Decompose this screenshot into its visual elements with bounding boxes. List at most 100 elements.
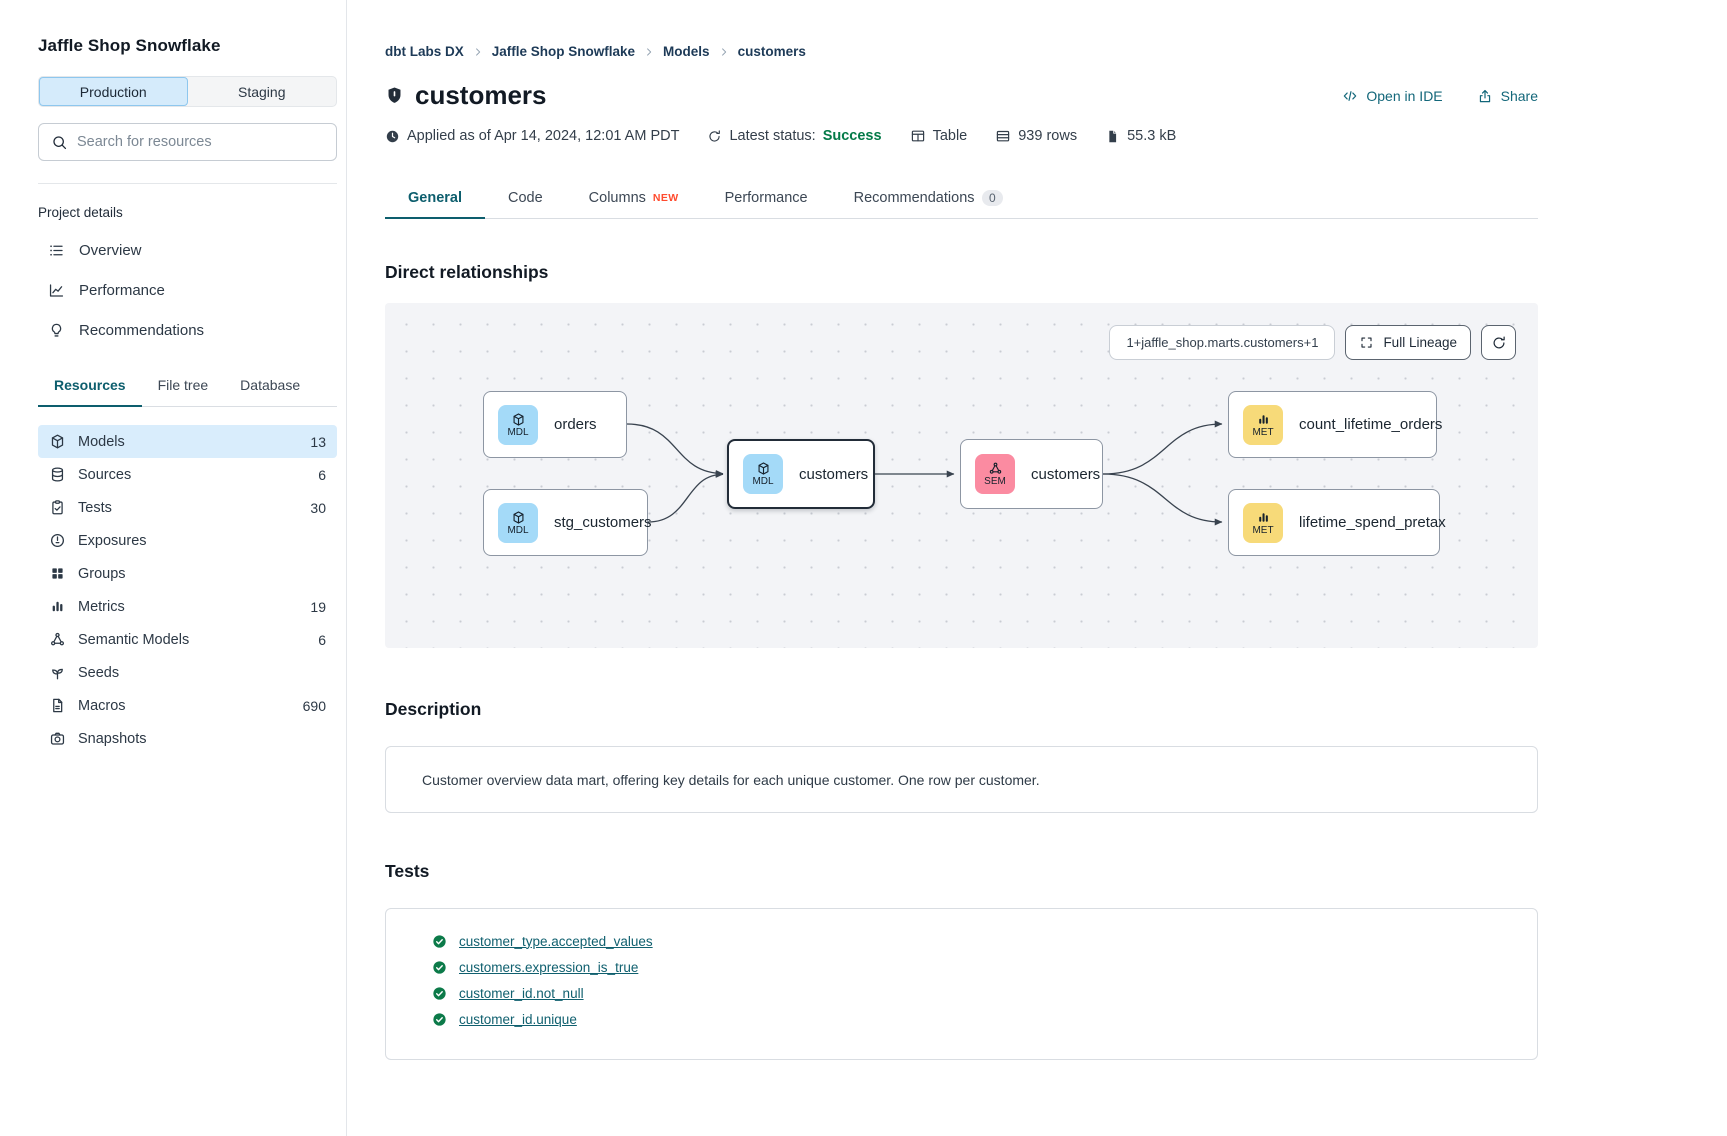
check-circle-icon xyxy=(432,1012,447,1027)
open-in-ide-button[interactable]: Open in IDE xyxy=(1342,88,1443,104)
sidebar-item-snapshots[interactable]: Snapshots xyxy=(38,722,337,755)
tab-columns[interactable]: Columns NEW xyxy=(588,190,679,206)
sidebar-item-sources[interactable]: Sources 6 xyxy=(38,458,337,491)
lineage-selector-value: 1+jaffle_shop.marts.customers+1 xyxy=(1126,335,1319,350)
tests-heading: Tests xyxy=(385,861,430,881)
share-button[interactable]: Share xyxy=(1477,88,1538,104)
lineage-node-orders[interactable]: MDL orders xyxy=(483,391,627,458)
sidebar-item-metrics[interactable]: Metrics 19 xyxy=(38,590,337,623)
node-label: customers xyxy=(1031,465,1101,483)
project-details-label: Project details xyxy=(38,205,123,220)
lineage-selector-input[interactable]: 1+jaffle_shop.marts.customers+1 xyxy=(1109,325,1336,360)
clock-icon xyxy=(385,129,400,144)
grid-icon xyxy=(49,565,66,582)
code-icon xyxy=(1342,88,1358,104)
lineage-node-stg-customers[interactable]: MDL stg_customers xyxy=(483,489,652,556)
project-title: Jaffle Shop Snowflake xyxy=(38,36,221,55)
database-icon xyxy=(49,466,66,483)
resource-label: Macros xyxy=(78,697,126,714)
semantic-network-icon xyxy=(49,631,66,648)
test-link[interactable]: customer_type.accepted_values xyxy=(459,933,653,949)
status-badge: Success xyxy=(822,128,882,144)
main-panel: dbt Labs DX Jaffle Shop Snowflake Models… xyxy=(347,0,1727,1136)
lineage-node-customers-model[interactable]: MDL customers xyxy=(727,439,875,509)
lightbulb-icon xyxy=(48,322,65,339)
materialization: Table xyxy=(910,128,967,144)
model-badge: MDL xyxy=(743,454,783,494)
tab-resources[interactable]: Resources xyxy=(38,377,142,407)
check-circle-icon xyxy=(432,986,447,1001)
sidebar-item-macros[interactable]: Macros 690 xyxy=(38,689,337,722)
sidebar-item-semantic-models[interactable]: Semantic Models 6 xyxy=(38,623,337,656)
description-text: Customer overview data mart, offering ke… xyxy=(422,771,1040,788)
resource-count: 30 xyxy=(310,499,326,516)
applied-timestamp: Applied as of Apr 14, 2024, 12:01 AM PDT xyxy=(385,128,679,144)
expand-icon xyxy=(1359,335,1374,350)
lineage-refresh-button[interactable] xyxy=(1481,325,1516,360)
test-link[interactable]: customer_id.not_null xyxy=(459,985,584,1001)
nav-item-performance[interactable]: Performance xyxy=(38,270,337,310)
tab-file-tree[interactable]: File tree xyxy=(157,377,209,393)
detail-tabs: General Code Columns NEW Performance Rec… xyxy=(385,181,1538,219)
resource-label: Seeds xyxy=(78,664,120,681)
table-icon xyxy=(910,128,926,144)
sidebar-item-seeds[interactable]: Seeds xyxy=(38,656,337,689)
lineage-edges xyxy=(626,420,1223,526)
lineage-controls: 1+jaffle_shop.marts.customers+1 Full Lin… xyxy=(1109,325,1516,360)
share-icon xyxy=(1477,88,1493,104)
test-link[interactable]: customer_id.unique xyxy=(459,1011,577,1027)
lineage-canvas[interactable]: 1+jaffle_shop.marts.customers+1 Full Lin… xyxy=(385,303,1538,648)
full-lineage-button[interactable]: Full Lineage xyxy=(1345,325,1471,360)
sidebar-item-exposures[interactable]: Exposures xyxy=(38,524,337,557)
node-label: lifetime_spend_pretax xyxy=(1299,514,1446,531)
node-label: customers xyxy=(799,465,869,483)
check-circle-icon xyxy=(432,934,447,949)
sidebar-divider xyxy=(38,183,337,184)
latest-status: Latest status: Success xyxy=(707,128,882,144)
project-nav: Overview Performance Recommendations xyxy=(38,230,337,350)
breadcrumb-account[interactable]: dbt Labs DX xyxy=(385,44,464,59)
lineage-node-customers-semantic[interactable]: SEM customers xyxy=(960,439,1103,509)
tab-performance[interactable]: Performance xyxy=(724,190,808,206)
nav-item-overview[interactable]: Overview xyxy=(38,230,337,270)
refresh-icon xyxy=(707,129,722,144)
nav-item-label: Performance xyxy=(79,281,165,299)
env-tab-staging[interactable]: Staging xyxy=(188,77,337,106)
sidebar: Jaffle Shop Snowflake Production Staging… xyxy=(0,0,347,1136)
tab-recommendations[interactable]: Recommendations 0 xyxy=(831,181,1027,219)
lineage-node-lifetime-spend-pretax[interactable]: MET lifetime_spend_pretax xyxy=(1228,489,1446,556)
metric-badge: MET xyxy=(1243,404,1283,445)
sidebar-item-groups[interactable]: Groups xyxy=(38,557,337,590)
share-label: Share xyxy=(1500,87,1538,104)
sidebar-item-tests[interactable]: Tests 30 xyxy=(38,491,337,524)
model-meta-row: Applied as of Apr 14, 2024, 12:01 AM PDT… xyxy=(385,128,1538,144)
breadcrumb-project[interactable]: Jaffle Shop Snowflake xyxy=(491,44,636,59)
table-size: 55.3 kB xyxy=(1105,128,1176,144)
resource-label: Semantic Models xyxy=(78,631,190,648)
node-label: stg_customers xyxy=(554,514,652,531)
lineage-node-count-lifetime-orders[interactable]: MET count_lifetime_orders xyxy=(1228,391,1442,458)
resource-label: Sources xyxy=(78,466,132,483)
nav-item-recommendations[interactable]: Recommendations xyxy=(38,310,337,350)
breadcrumb-models[interactable]: Models xyxy=(663,44,710,59)
env-tab-production[interactable]: Production xyxy=(39,77,188,106)
search-box[interactable] xyxy=(38,123,337,161)
breadcrumb: dbt Labs DX Jaffle Shop Snowflake Models… xyxy=(385,44,1538,59)
document-icon xyxy=(49,697,66,714)
test-row: customers.expression_is_true xyxy=(386,954,1537,980)
refresh-icon xyxy=(1491,335,1507,351)
test-row: customer_type.accepted_values xyxy=(386,928,1537,954)
tab-code[interactable]: Code xyxy=(508,190,543,206)
chevron-right-icon xyxy=(472,46,484,58)
sidebar-item-models[interactable]: Models 13 xyxy=(38,425,337,458)
search-input[interactable] xyxy=(77,134,324,150)
bar-chart-icon xyxy=(1256,412,1271,427)
title-row: customers Open in IDE Share xyxy=(385,80,1538,111)
tab-database[interactable]: Database xyxy=(240,377,301,393)
test-link[interactable]: customers.expression_is_true xyxy=(459,959,639,975)
file-icon xyxy=(1105,129,1120,144)
nav-item-label: Recommendations xyxy=(79,321,205,339)
resource-label: Models xyxy=(78,433,125,450)
tab-general[interactable]: General xyxy=(385,181,485,219)
